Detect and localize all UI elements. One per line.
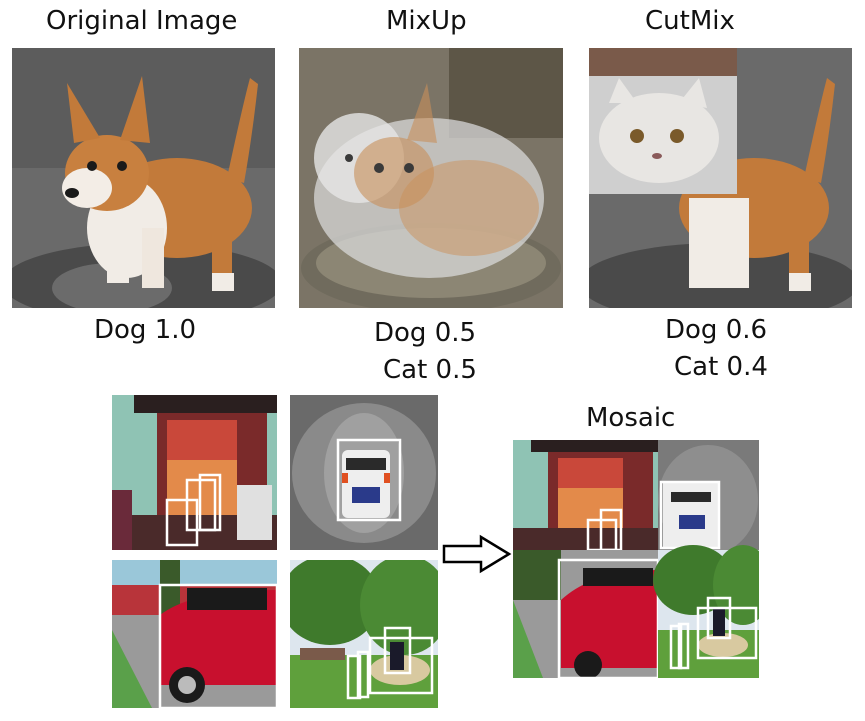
original-dog-image [12, 48, 275, 308]
mosaic-title: Mosaic [586, 403, 676, 433]
cutmix-dog-label: Dog 0.6 [665, 315, 768, 345]
input-tile-red-car [112, 560, 277, 708]
input-tile-room [112, 395, 277, 550]
mixup-title: MixUp [386, 6, 467, 36]
mixup-cat-label: Cat 0.5 [383, 355, 477, 385]
mixup-image [299, 48, 563, 308]
cutmix-cat-label: Cat 0.4 [674, 352, 768, 382]
mosaic-image [513, 440, 759, 678]
input-tile-car-top [290, 395, 438, 550]
original-image-title: Original Image [46, 6, 238, 36]
right-arrow-icon [441, 534, 513, 574]
original-class-label: Dog 1.0 [94, 315, 197, 345]
mixup-dog-label: Dog 0.5 [374, 318, 477, 348]
input-tile-horse [290, 560, 438, 708]
cutmix-title: CutMix [645, 6, 735, 36]
cutmix-image [589, 48, 852, 308]
